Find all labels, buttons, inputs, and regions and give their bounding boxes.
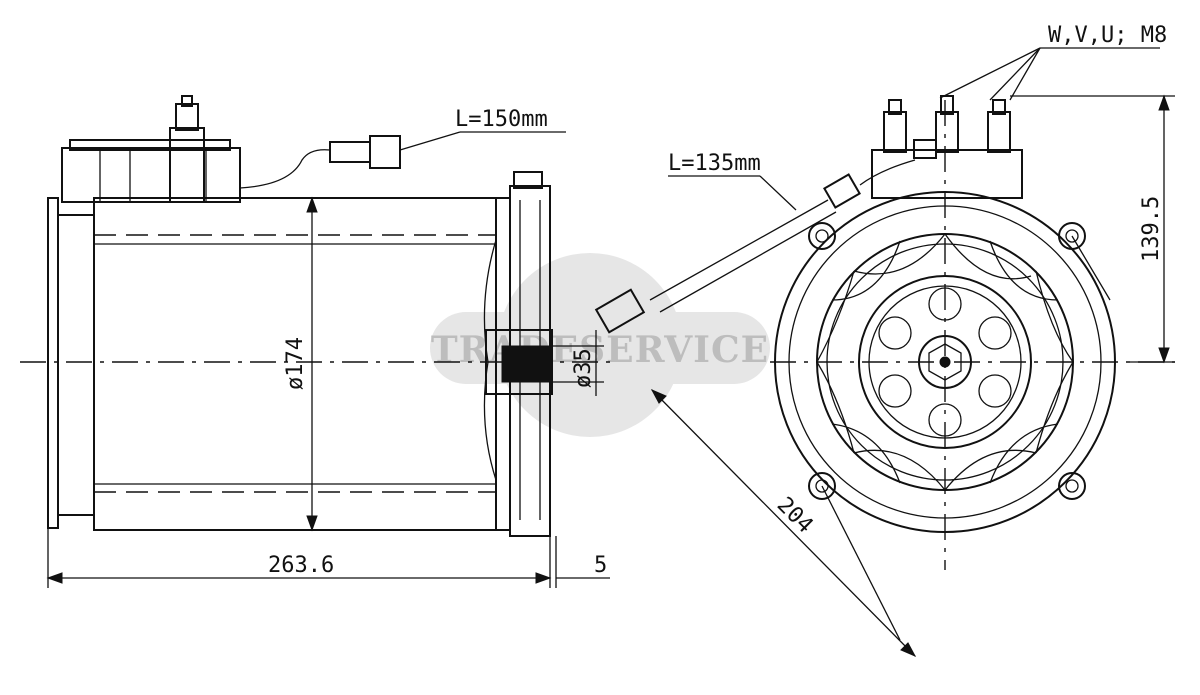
label-cable-135: L=135mm: [668, 151, 761, 176]
watermark: TRADESERVICE: [430, 253, 770, 437]
label-diameter-body: ø174: [283, 337, 308, 390]
connector-left: [329, 141, 371, 163]
connector-right: [594, 288, 646, 334]
label-diagonal: 204: [772, 493, 818, 539]
label-length-step: 5: [594, 553, 607, 578]
mounting-bolts: [808, 222, 1086, 500]
cable-150: [239, 149, 331, 189]
terminal-block: [871, 149, 1023, 199]
shaft-housing: [485, 329, 553, 395]
outer-housing: [774, 191, 1116, 533]
side-view: L=150mm ø174 ø35 263.6 5: [20, 95, 610, 588]
rotor: [858, 275, 1032, 449]
terminal-v: [935, 111, 959, 153]
fan-blades: [816, 233, 1074, 491]
shaft-hub: [918, 335, 972, 389]
terminal-u: [987, 111, 1011, 153]
shaft: [501, 345, 551, 383]
dim-diagonal: [651, 389, 916, 657]
label-terminals: W,V,U; M8: [1048, 23, 1167, 48]
rear-flange: [57, 214, 95, 516]
connector-right-upper: [823, 173, 861, 209]
terminal-stud: [175, 103, 199, 131]
label-diameter-shaft: ø35: [571, 348, 596, 388]
rotor-holes: [878, 287, 1012, 437]
front-lug: [513, 171, 543, 189]
cable-135: [859, 159, 916, 186]
rear-endcap: [47, 197, 59, 529]
label-cable-150: L=150mm: [455, 107, 548, 132]
front-view: W,V,U; M8 139.5 L=135mm 204: [594, 23, 1175, 658]
label-height-terminal: 139.5: [1139, 196, 1164, 262]
label-length-total: 263.6: [268, 553, 334, 578]
terminal-box: [61, 147, 241, 203]
watermark-text: TRADESERVICE: [431, 329, 769, 371]
terminal-w: [883, 111, 907, 153]
